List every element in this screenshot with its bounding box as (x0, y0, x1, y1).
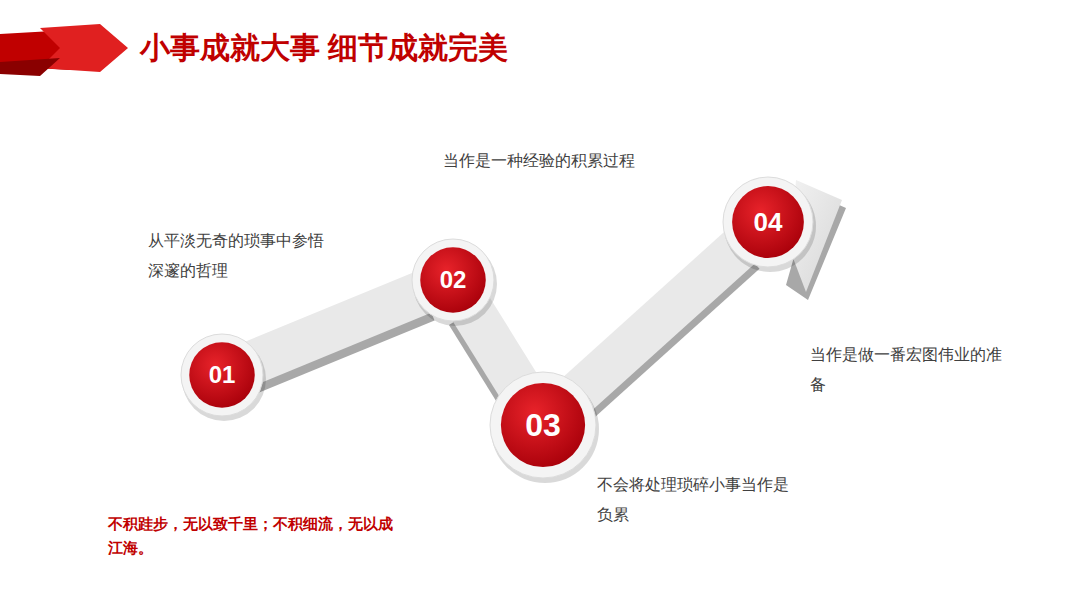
arrow-band (571, 244, 744, 400)
callout-number: 02 (411, 238, 495, 322)
step-description: 不会将处理琐碎小事当作是负累 (597, 470, 797, 530)
number-circle: 03 (489, 371, 597, 479)
number-circle: 01 (180, 333, 264, 417)
step-description: 从平淡无奇的琐事中参悟深邃的哲理 (148, 226, 328, 286)
slide-title: 小事成就大事 细节成就完美 (140, 28, 508, 69)
arrow-band (249, 291, 426, 364)
number-circle: 02 (411, 238, 495, 322)
quote-note: 不积跬步，无以致千里；不积细流，无以成江海。 (108, 512, 398, 560)
step-description: 当作是一种经验的积累过程 (443, 146, 643, 176)
title-arrow-ribbon (0, 24, 128, 76)
number-circle: 04 (722, 176, 814, 268)
callout-number: 03 (489, 371, 597, 479)
callout-number: 01 (180, 333, 264, 417)
callout-number: 04 (722, 176, 814, 268)
step-description: 当作是做一番宏图伟业的准备 (810, 340, 1015, 400)
